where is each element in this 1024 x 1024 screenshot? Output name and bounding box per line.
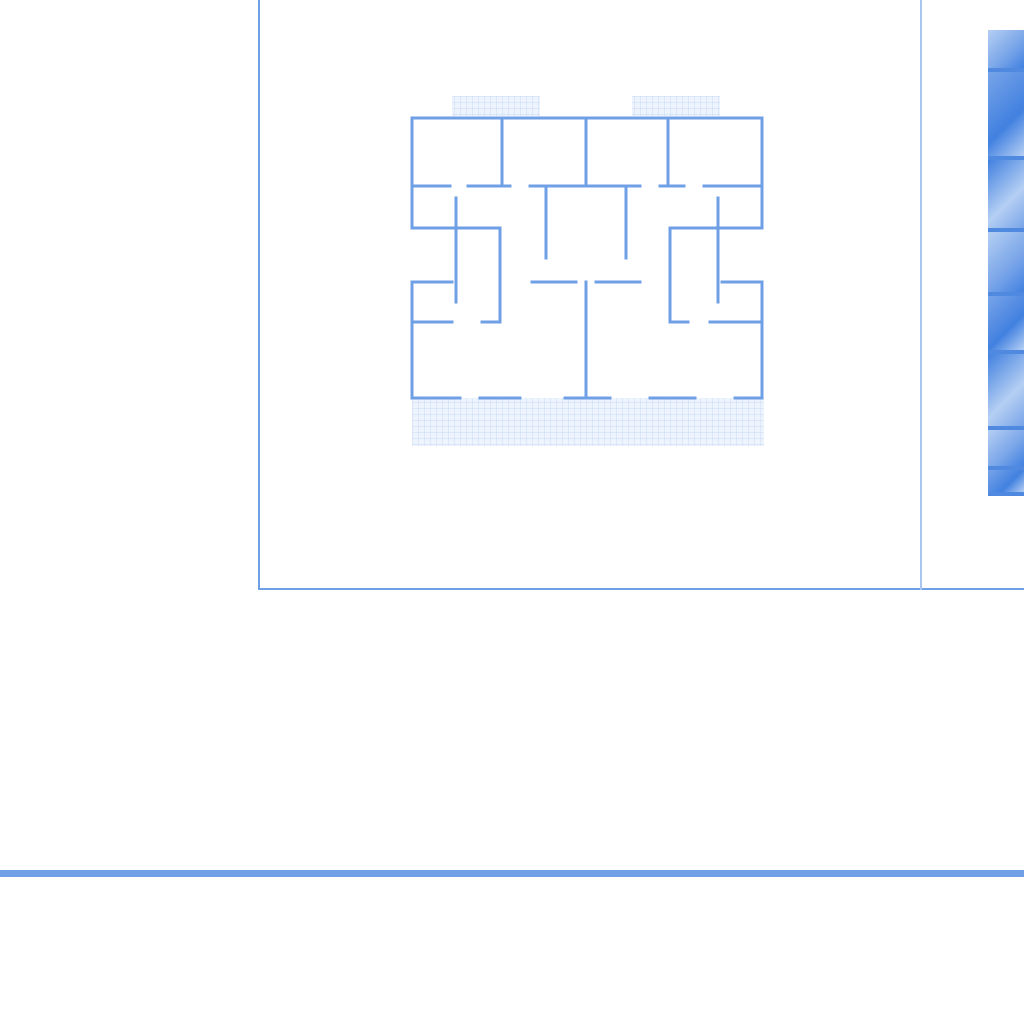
interior-walls-bottom [410,280,764,324]
interior-walls-top [410,116,764,230]
photo-thumbnail-icon [988,30,1024,68]
floor-plan-icon [410,96,764,446]
photo-thumbnail-icon [988,232,1024,292]
column-divider [920,0,922,590]
photo-thumbnail-icon [988,72,1024,156]
balcony-bottom [412,398,764,446]
photo-thumbnail-icon [988,354,1024,426]
document-frame [258,0,1024,590]
balcony-top-left [452,96,540,116]
photo-thumbnail-icon [988,296,1024,350]
photo-thumbnail-strip [988,30,1024,496]
page-bottom-rule [0,870,1024,877]
photo-thumbnail-icon [988,470,1024,492]
interior-walls-core [454,186,720,400]
balcony-top-right [632,96,720,116]
photo-thumbnail-icon [988,160,1024,228]
photo-thumbnail-icon [988,430,1024,466]
